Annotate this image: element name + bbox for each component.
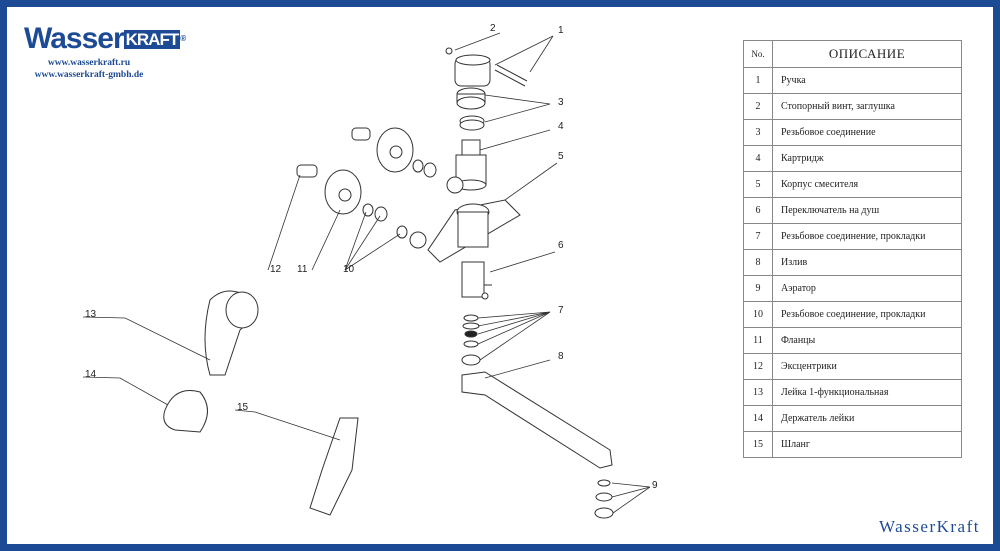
header-no: No. bbox=[743, 40, 773, 68]
callout-6: 6 bbox=[558, 240, 564, 251]
connection-seals bbox=[362, 159, 464, 249]
row-description: Резьбовое соединение, прокладки bbox=[772, 301, 962, 328]
callout-14: 14 bbox=[85, 369, 97, 380]
row-number: 1 bbox=[743, 67, 773, 94]
row-description: Лейка 1-функциональная bbox=[772, 379, 962, 406]
callout-15: 15 bbox=[237, 402, 249, 413]
thread-rings bbox=[456, 87, 486, 131]
row-number: 9 bbox=[743, 275, 773, 302]
row-description: Картридж bbox=[772, 145, 962, 172]
row-description: Держатель лейки bbox=[772, 405, 962, 432]
flanges bbox=[324, 127, 414, 215]
row-description: Резьбовое соединение bbox=[772, 119, 962, 146]
row-number: 3 bbox=[743, 119, 773, 146]
shower-switch bbox=[461, 261, 492, 300]
row-number: 13 bbox=[743, 379, 773, 406]
brand-wordmark: WasserKraft bbox=[878, 517, 980, 536]
callout-13: 13 bbox=[85, 309, 97, 320]
row-number: 14 bbox=[743, 405, 773, 432]
callout-2: 2 bbox=[490, 23, 496, 34]
spout-seals bbox=[461, 314, 481, 366]
leader-lines bbox=[82, 32, 651, 514]
row-number: 2 bbox=[743, 93, 773, 120]
row-number: 4 bbox=[743, 145, 773, 172]
row-description: Стопорный винт, заглушка bbox=[772, 93, 962, 120]
row-description: Переключатель на душ bbox=[772, 197, 962, 224]
row-description: Шланг bbox=[772, 431, 962, 458]
shower-holder bbox=[163, 390, 208, 433]
handle-part bbox=[445, 47, 528, 87]
row-number: 5 bbox=[743, 171, 773, 198]
row-number: 12 bbox=[743, 353, 773, 380]
callout-1: 1 bbox=[558, 25, 564, 36]
url-ru[interactable]: www.wasserkraft.ru bbox=[47, 58, 131, 69]
row-description: Фланцы bbox=[772, 327, 962, 354]
callout-5: 5 bbox=[558, 151, 564, 162]
row-description: Эксцентрики bbox=[772, 353, 962, 380]
row-number: 7 bbox=[743, 223, 773, 250]
callout-3: 3 bbox=[558, 97, 564, 108]
callout-12: 12 bbox=[270, 264, 282, 275]
mixer-body bbox=[427, 199, 521, 263]
row-number: 15 bbox=[743, 431, 773, 458]
url-de[interactable]: www.wasserkraft-gmbh.de bbox=[34, 70, 144, 81]
aerator-part bbox=[594, 479, 614, 519]
row-number: 6 bbox=[743, 197, 773, 224]
callout-7: 7 bbox=[558, 305, 564, 316]
row-number: 10 bbox=[743, 301, 773, 328]
eccentrics bbox=[296, 127, 371, 178]
shower-hose bbox=[309, 417, 359, 516]
callout-10: 10 bbox=[343, 264, 355, 275]
callout-11: 11 bbox=[297, 264, 308, 275]
row-description: Излив bbox=[772, 249, 962, 276]
row-description: Резьбовое соединение, прокладки bbox=[772, 223, 962, 250]
header-description: ОПИСАНИЕ bbox=[772, 40, 962, 68]
row-description: Корпус смесителя bbox=[772, 171, 962, 198]
callout-8: 8 bbox=[558, 351, 564, 362]
row-description: Ручка bbox=[772, 67, 962, 94]
callout-9: 9 bbox=[652, 480, 658, 491]
spout-part bbox=[461, 371, 613, 469]
logo-word: Wasser bbox=[24, 22, 125, 55]
row-description: Аэратор bbox=[772, 275, 962, 302]
registered-mark: ® bbox=[180, 34, 186, 43]
row-number: 11 bbox=[743, 327, 773, 354]
callout-4: 4 bbox=[558, 121, 564, 132]
logo-kraft: KRAFT bbox=[123, 30, 181, 50]
row-number: 8 bbox=[743, 249, 773, 276]
table-header: No. ОПИСАНИЕ bbox=[743, 40, 962, 68]
shower-head bbox=[204, 290, 259, 376]
